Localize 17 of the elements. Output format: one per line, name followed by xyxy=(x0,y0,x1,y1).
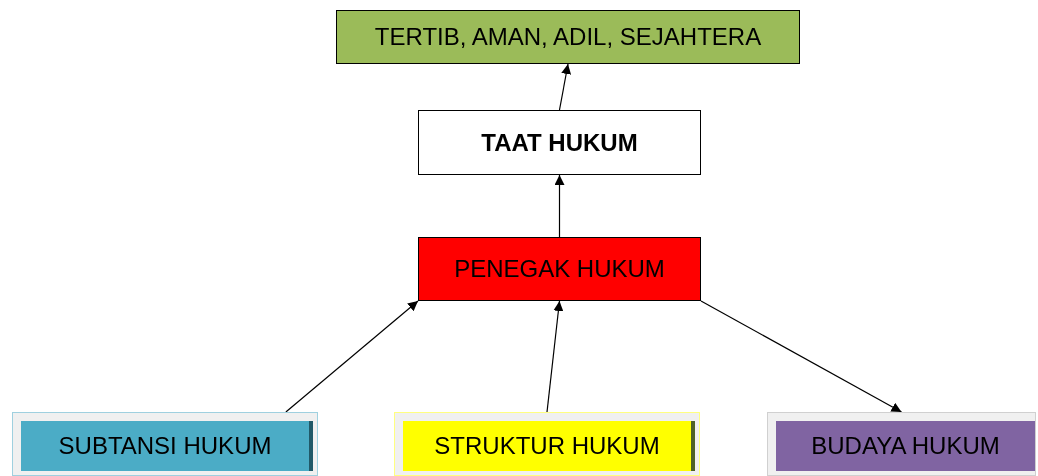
node-label: SUBTANSI HUKUM xyxy=(58,431,272,461)
process-box xyxy=(418,237,701,301)
arrow xyxy=(285,300,419,413)
node-label: BUDAYA HUKUM xyxy=(811,431,1000,461)
process-box xyxy=(418,110,701,175)
node-label: PENEGAK HUKUM xyxy=(454,254,665,284)
arrow xyxy=(554,174,565,238)
node-label: STRUKTUR HUKUM xyxy=(434,431,660,461)
node-label: TERTIB, AMAN, ADIL, SEJAHTERA xyxy=(374,22,762,52)
arrow xyxy=(546,300,564,413)
process-box xyxy=(394,412,700,476)
process-box xyxy=(767,412,1036,476)
process-box xyxy=(336,10,800,64)
process-box xyxy=(12,412,318,476)
arrow xyxy=(700,300,903,413)
arrow xyxy=(558,63,572,111)
node-label: TAAT HUKUM xyxy=(481,127,638,158)
